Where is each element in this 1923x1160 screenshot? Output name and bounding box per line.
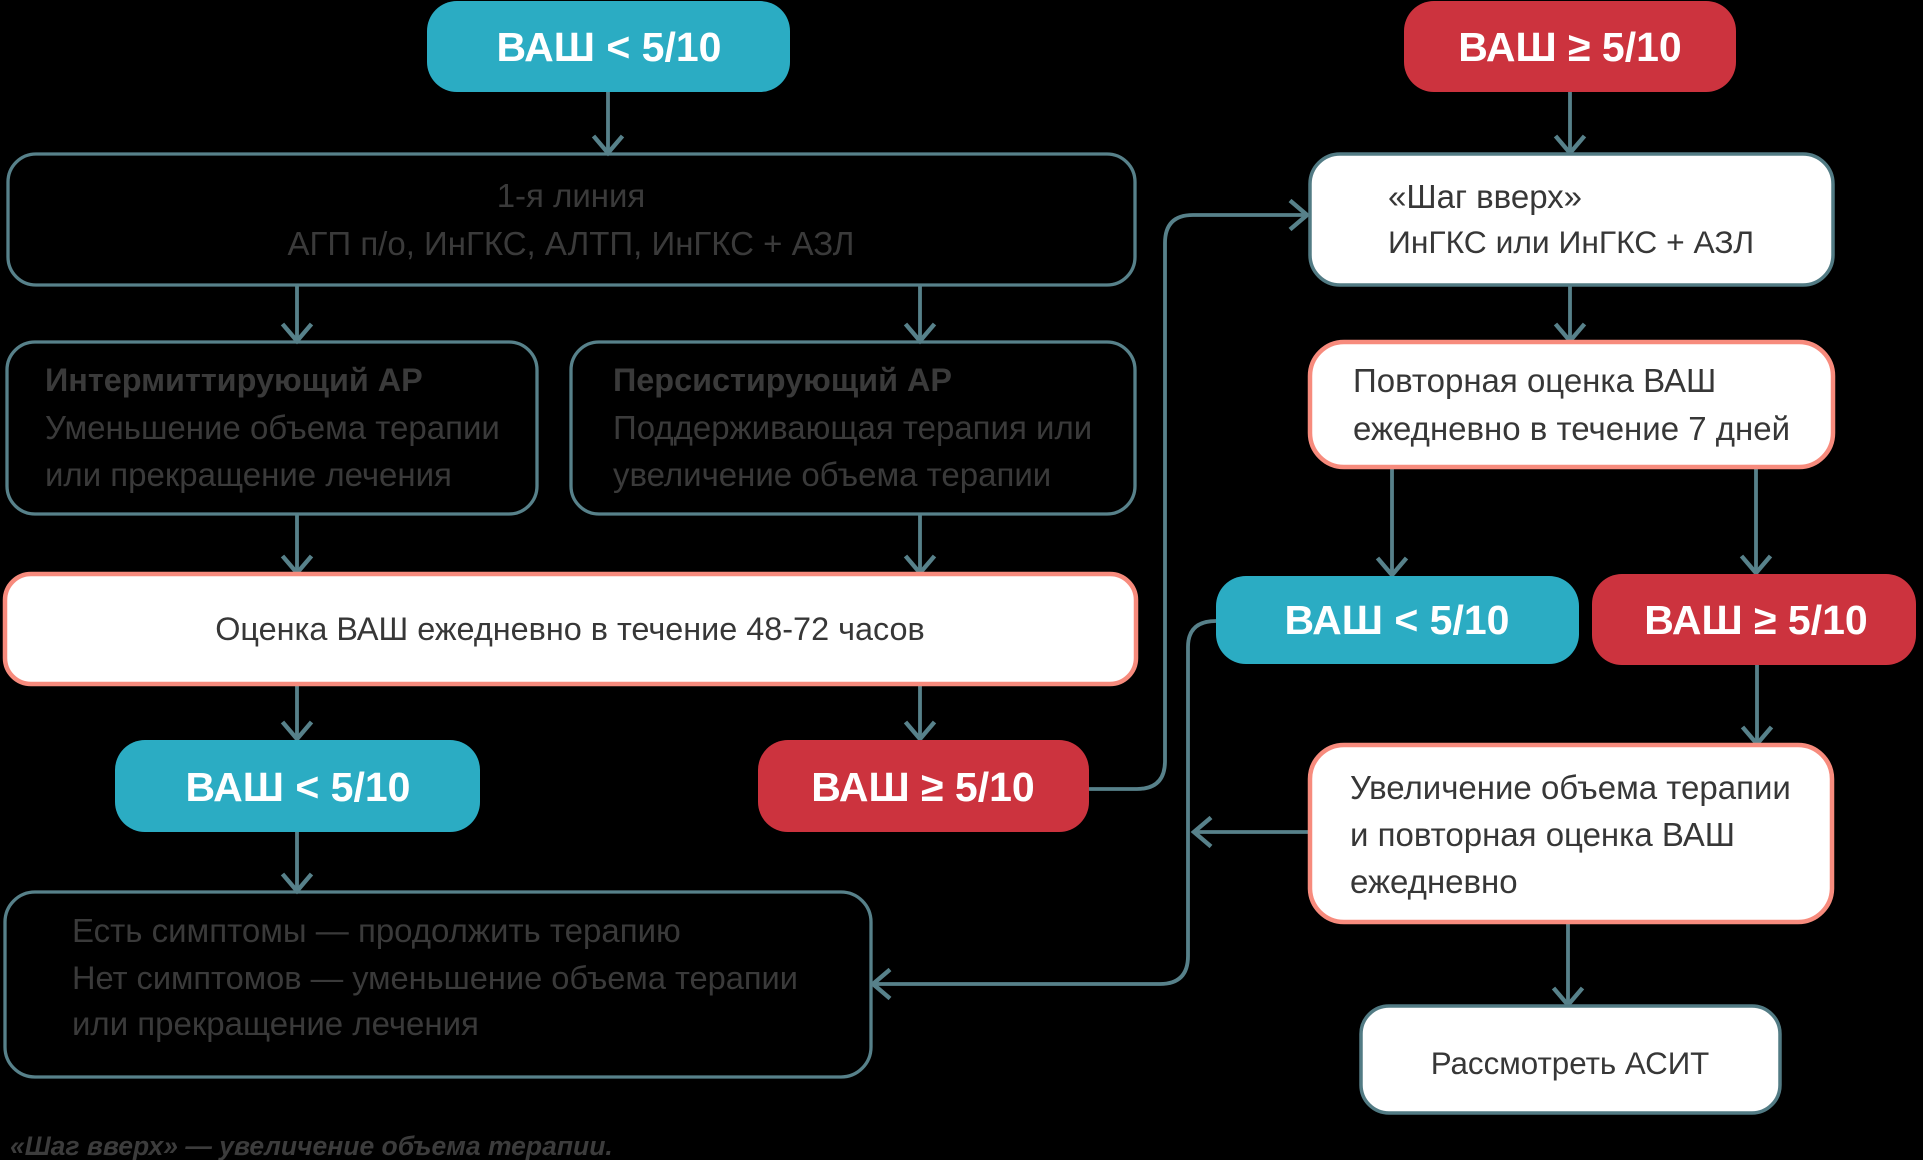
svg-text:Оценка ВАШ ежедневно в течение: Оценка ВАШ ежедневно в течение 48-72 час… [215,611,925,647]
svg-text:ВАШ ≥ 5/10: ВАШ ≥ 5/10 [811,764,1034,810]
svg-text:или прекращение лечения: или прекращение лечения [72,1005,479,1042]
svg-text:ВАШ ≥ 5/10: ВАШ ≥ 5/10 [1644,597,1867,643]
svg-text:ВАШ ≥ 5/10: ВАШ ≥ 5/10 [1458,24,1681,70]
svg-text:Есть симптомы — продолжить тер: Есть симптомы — продолжить терапию [72,912,681,949]
svg-text:Нет симптомов — уменьшение объ: Нет симптомов — уменьшение объема терапи… [72,959,798,996]
svg-text:ВАШ < 5/10: ВАШ < 5/10 [497,24,722,70]
svg-text:Поддерживающая терапия или: Поддерживающая терапия или [613,409,1092,446]
svg-text:или прекращение лечения: или прекращение лечения [45,456,452,493]
svg-text:ВАШ < 5/10: ВАШ < 5/10 [186,764,411,810]
svg-text:Увеличение объема терапии: Увеличение объема терапии [1350,769,1791,806]
svg-text:Рассмотреть АСИТ: Рассмотреть АСИТ [1431,1046,1710,1081]
svg-text:Уменьшение объема терапии: Уменьшение объема терапии [45,409,500,446]
svg-text:ВАШ < 5/10: ВАШ < 5/10 [1285,597,1510,643]
svg-text:и повторная оценка ВАШ: и повторная оценка ВАШ [1350,816,1735,853]
svg-text:ежедневно в течение 7 дней: ежедневно в течение 7 дней [1353,410,1790,447]
svg-text:1-я линия: 1-я линия [497,177,646,214]
svg-text:увеличение объема терапии: увеличение объема терапии [613,456,1051,493]
svg-text:ежедневно: ежедневно [1350,863,1518,900]
svg-text:Персистирующий АР: Персистирующий АР [613,362,952,398]
svg-text:Повторная оценка ВАШ: Повторная оценка ВАШ [1353,362,1716,399]
svg-text:«Шаг вверх» — увеличение объем: «Шаг вверх» — увеличение объема терапии. [10,1131,613,1160]
svg-text:ИнГКС или ИнГКС + АЗЛ: ИнГКС или ИнГКС + АЗЛ [1388,224,1754,260]
svg-text:Интермиттирующий АР: Интермиттирующий АР [45,362,423,398]
svg-text:АГП п/о, ИнГКС, АЛТП, ИнГКС +: АГП п/о, ИнГКС, АЛТП, ИнГКС + АЗЛ [288,225,855,262]
svg-text:«Шаг вверх»: «Шаг вверх» [1388,178,1582,215]
